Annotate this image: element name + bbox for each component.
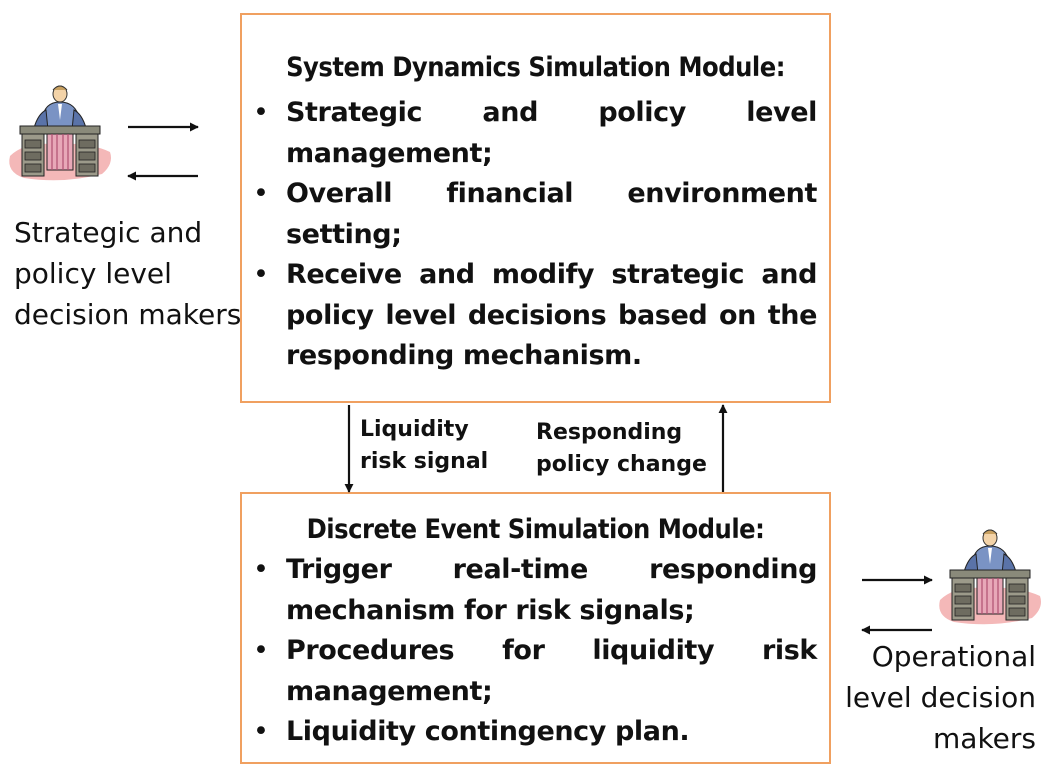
label-line: level decision [845, 681, 1036, 714]
flow-label-line: Responding [536, 420, 683, 445]
label-line: policy level [14, 257, 172, 290]
label-line: Strategic and [14, 216, 203, 249]
responding-policy-change-label: Responding policy change [536, 417, 707, 481]
businessman-at-desk-icon [938, 529, 1042, 625]
bullet-item: Receive and modify strategic and policy … [242, 255, 829, 377]
operational-decision-makers-label: Operational level decision makers [842, 636, 1036, 759]
strategic-decision-makers-label: Strategic and policy level decision make… [14, 212, 241, 335]
flow-label-line: policy change [536, 452, 707, 477]
businessman-at-desk-icon [8, 85, 112, 181]
label-line: makers [933, 722, 1036, 755]
bullet-item: Overall financial environment setting; [242, 174, 829, 255]
discrete-event-module-title: Discrete Event Simulation Module: [306, 514, 765, 545]
liquidity-risk-signal-label: Liquidity risk signal [360, 414, 488, 478]
bullet-item: Strategic and policy level management; [242, 93, 829, 174]
discrete-event-bullet-list: Trigger real-time responding mechanism f… [242, 550, 829, 753]
flow-label-line: risk signal [360, 449, 489, 474]
label-line: decision makers [14, 298, 242, 331]
system-dynamics-module-title: System Dynamics Simulation Module: [286, 52, 785, 83]
flow-label-line: Liquidity [360, 417, 469, 442]
bullet-item: Procedures for liquidity risk management… [242, 631, 829, 712]
system-dynamics-module-box: System Dynamics Simulation Module: Strat… [240, 13, 831, 403]
discrete-event-module-box: Discrete Event Simulation Module: Trigge… [240, 492, 831, 764]
label-line: Operational [871, 640, 1036, 673]
bullet-item: Liquidity contingency plan. [242, 712, 829, 753]
system-dynamics-bullet-list: Strategic and policy level management; O… [242, 93, 829, 377]
bullet-item: Trigger real-time responding mechanism f… [242, 550, 829, 631]
